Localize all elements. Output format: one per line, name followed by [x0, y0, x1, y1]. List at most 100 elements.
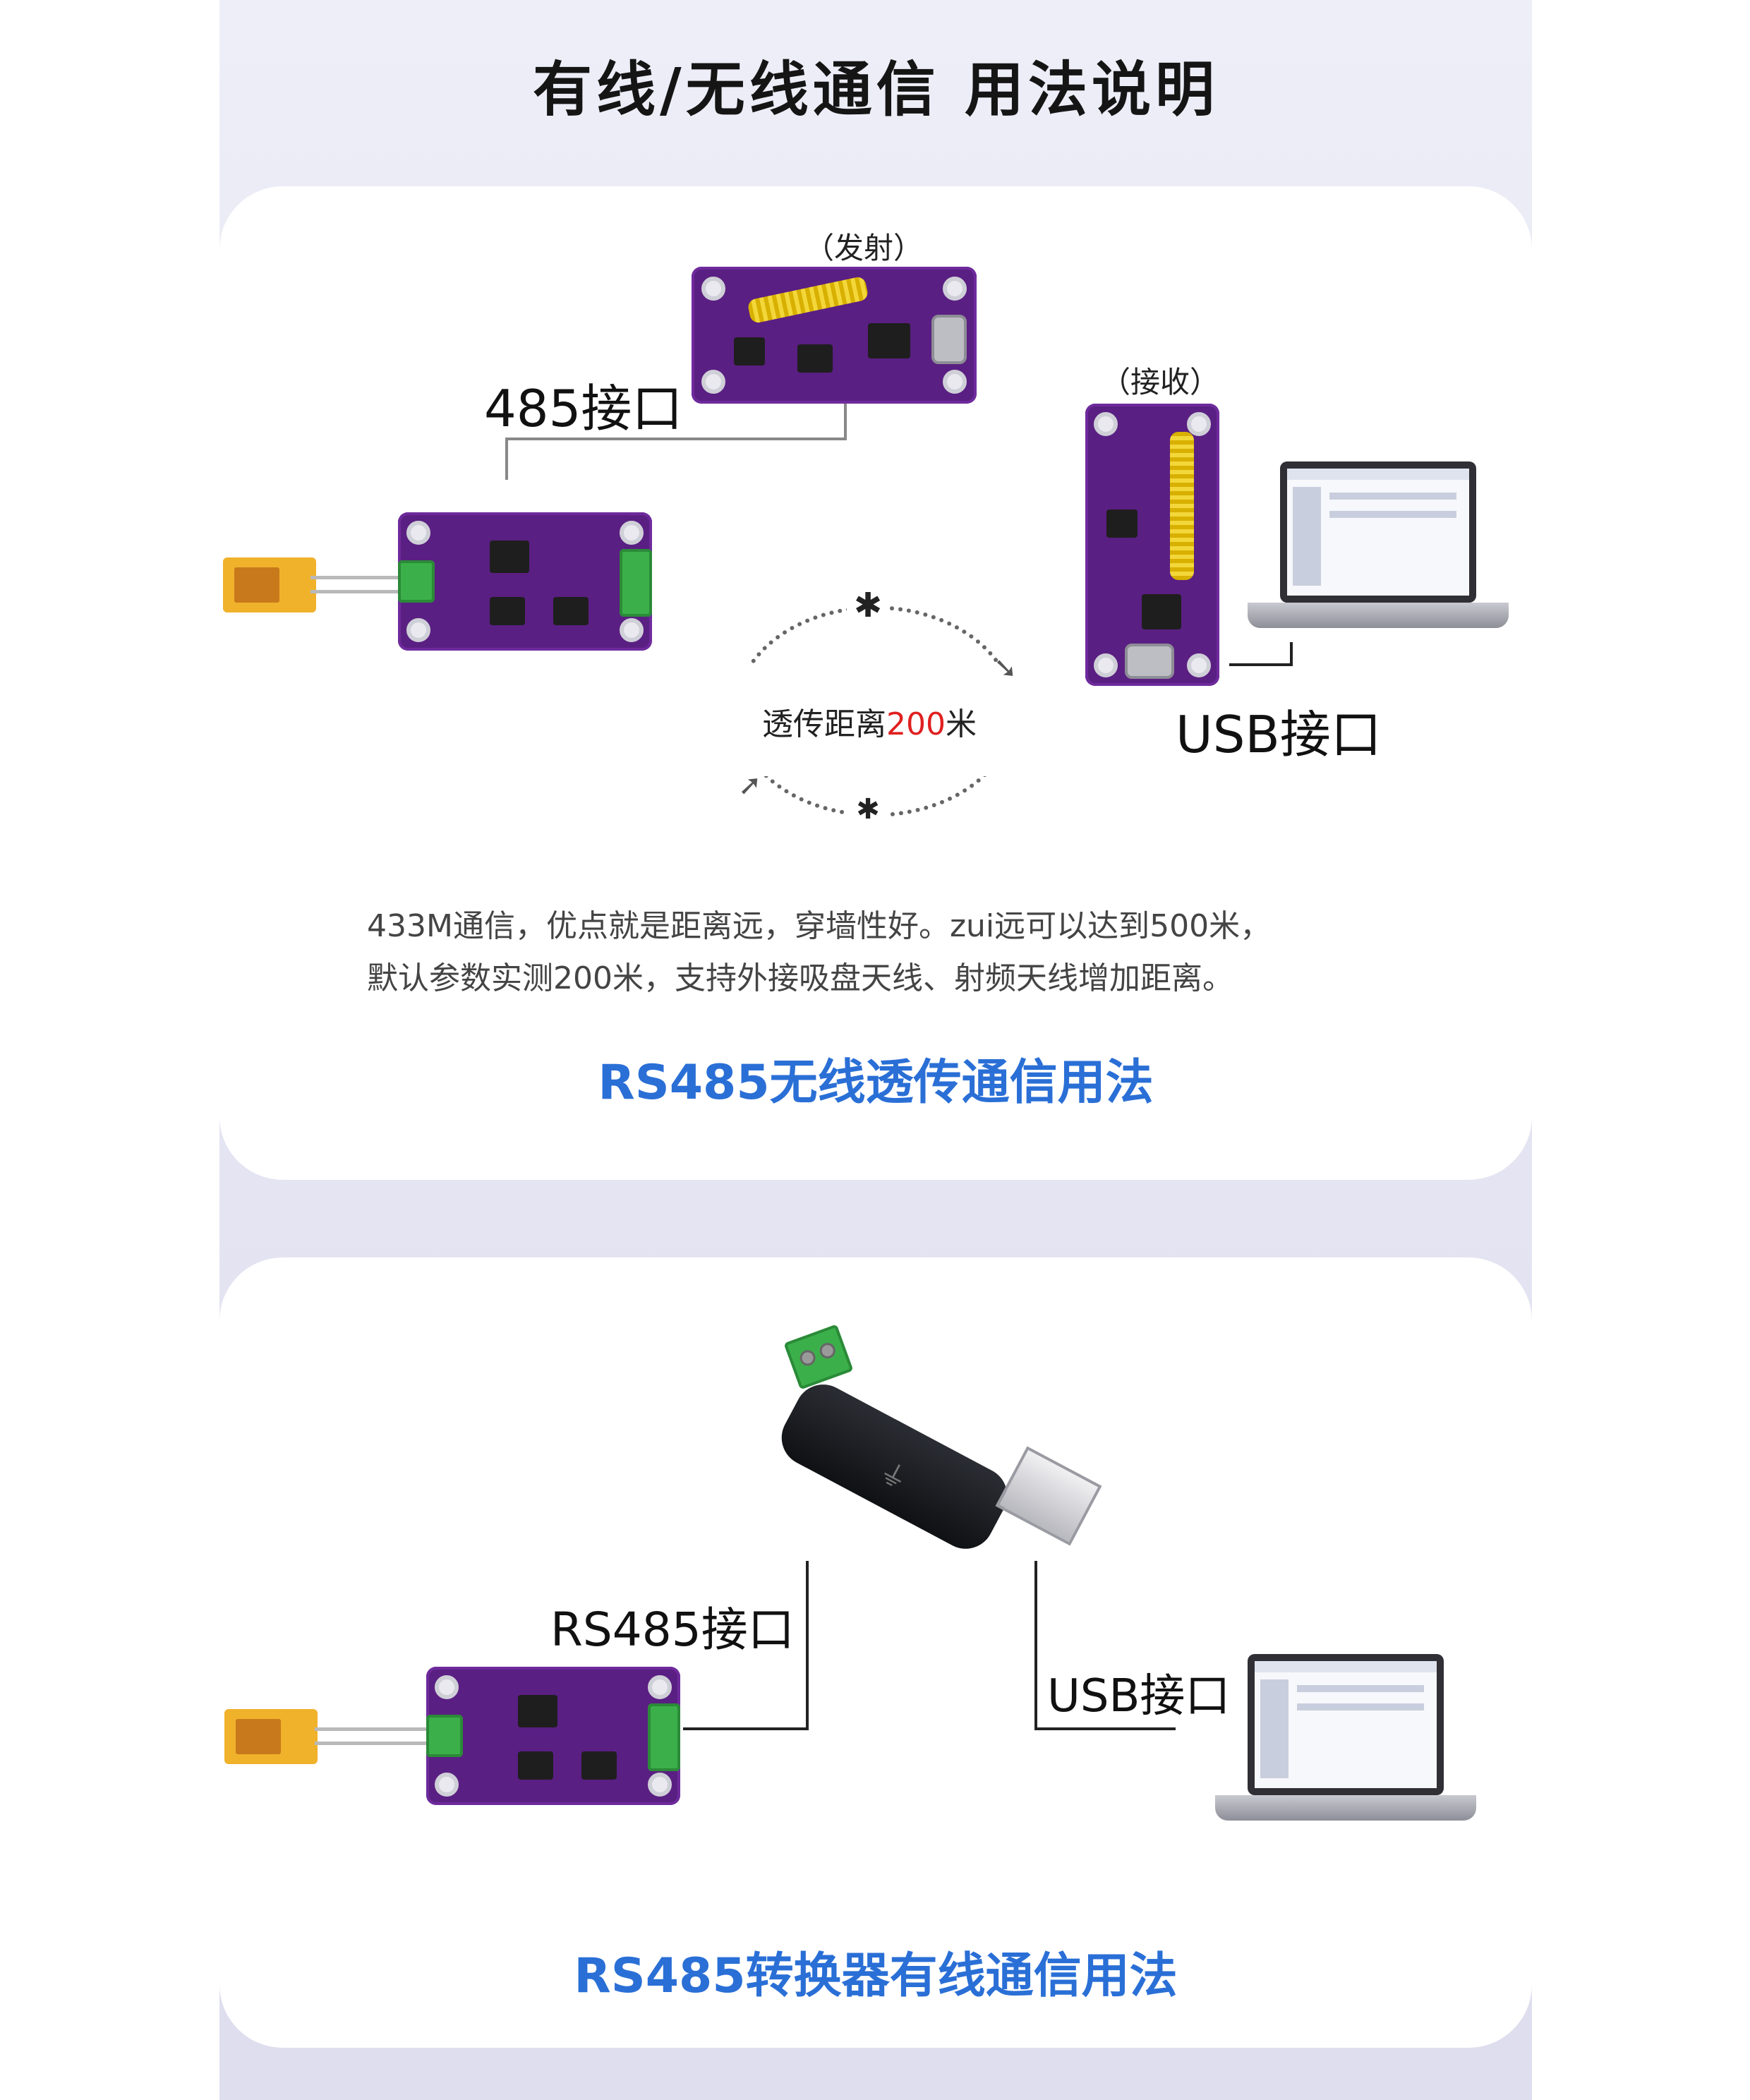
wire	[315, 1742, 428, 1745]
window-titlebar	[1287, 469, 1469, 480]
laptop-image	[1215, 1654, 1476, 1838]
connector-line	[844, 404, 847, 440]
wire	[310, 576, 402, 579]
chip	[518, 1751, 553, 1780]
terminal-block	[648, 1703, 680, 1771]
wire	[315, 1727, 428, 1731]
mount-hole	[1187, 653, 1211, 677]
page-title: 有线/无线通信 用法说明	[533, 55, 1219, 124]
mount-hole	[406, 618, 430, 642]
mount-hole	[701, 277, 725, 301]
usb-c-port	[931, 315, 967, 364]
chip	[1142, 594, 1181, 629]
port-rs485-label: RS485接口	[550, 1603, 795, 1657]
window-sidebar	[1293, 487, 1321, 586]
mount-hole	[943, 277, 967, 301]
arrow-right-icon: ➘	[994, 652, 1018, 684]
range-text: 透传距离200米	[762, 699, 977, 744]
spring-antenna	[1170, 432, 1194, 580]
connector-line	[683, 1727, 809, 1730]
mount-hole	[620, 618, 644, 642]
title-band: 有线/无线通信 用法说明	[219, 0, 1532, 186]
mount-hole	[620, 521, 644, 545]
range-value: 200	[886, 706, 946, 742]
laptop-screen	[1280, 461, 1476, 603]
wired-card	[219, 1257, 1532, 2048]
receive-label: （接收）	[1101, 365, 1220, 399]
adapter-body: ⏚	[771, 1375, 1018, 1559]
chip	[518, 1695, 557, 1727]
bluetooth-icon: ✱	[847, 793, 889, 828]
mount-hole	[943, 370, 967, 394]
chip	[490, 597, 525, 625]
connector-line	[806, 1561, 809, 1730]
mount-hole	[648, 1773, 672, 1797]
receiver-board-image	[1085, 404, 1219, 686]
chip	[581, 1751, 617, 1780]
chip	[734, 337, 765, 366]
connector-line	[1229, 663, 1293, 666]
description-line-1: 433M通信，优点就是距离远，穿墙性好。zui远可以达到500米，	[367, 908, 1272, 944]
connector-line	[505, 438, 847, 440]
wire	[310, 590, 402, 593]
terminal-block	[398, 560, 435, 603]
usb-c-port	[1125, 644, 1174, 679]
mount-hole	[701, 370, 725, 394]
spring-antenna	[747, 275, 869, 325]
window-row	[1297, 1685, 1424, 1692]
laptop-base	[1248, 603, 1509, 628]
usb-logo-icon: ⏚	[873, 1455, 914, 1497]
window-sidebar	[1260, 1679, 1289, 1778]
screw	[817, 1341, 838, 1361]
laptop-image	[1248, 461, 1509, 645]
sensor-board-image	[426, 1667, 680, 1805]
usb-rs485-adapter-image: ⏚	[769, 1318, 1102, 1559]
mount-hole	[406, 521, 430, 545]
mount-hole	[435, 1773, 459, 1797]
range-text-prefix: 透传距离	[762, 706, 886, 742]
chip	[490, 541, 529, 573]
transmit-label: （发射）	[804, 231, 924, 265]
description-line-2: 默认参数实测200米，支持外接吸盘天线、射频天线增加距离。	[367, 960, 1233, 996]
terminal-block	[426, 1715, 463, 1757]
bluetooth-icon: ✱	[847, 586, 889, 625]
range-text-mask	[720, 663, 1030, 776]
wireless-caption: RS485无线透传通信用法	[598, 1055, 1154, 1111]
transmitter-board-image	[692, 267, 977, 404]
sensor-board-image	[398, 512, 652, 651]
port-usb-label: USB接口	[1176, 705, 1382, 764]
strain-gauge-grid	[236, 1719, 281, 1754]
wired-caption: RS485转换器有线通信用法	[574, 1948, 1178, 2004]
connector-line	[505, 438, 508, 480]
mount-hole	[1094, 653, 1118, 677]
strain-gauge-image	[223, 557, 316, 612]
connector-line	[1034, 1561, 1037, 1730]
chip	[797, 344, 833, 373]
screw	[797, 1348, 818, 1368]
connector-line	[1290, 642, 1293, 666]
connector-line	[1034, 1727, 1176, 1730]
chip	[1106, 509, 1138, 538]
usb-a-plug	[995, 1446, 1102, 1546]
window-row	[1329, 511, 1456, 518]
port-485-label: 485接口	[484, 379, 683, 438]
arrow-left-icon: ➚	[738, 769, 762, 802]
terminal-block	[783, 1324, 854, 1390]
range-unit: 米	[945, 706, 977, 742]
window-row	[1297, 1703, 1424, 1710]
mount-hole	[1187, 412, 1211, 436]
strain-gauge-grid	[234, 567, 279, 603]
laptop-base	[1215, 1795, 1476, 1821]
laptop-display	[1255, 1661, 1437, 1788]
strain-gauge-image	[224, 1709, 318, 1764]
mount-hole	[435, 1675, 459, 1699]
terminal-block	[620, 549, 652, 617]
window-titlebar	[1255, 1661, 1437, 1672]
mount-hole	[1094, 412, 1118, 436]
chip	[553, 597, 589, 625]
laptop-screen	[1248, 1654, 1444, 1795]
port-usb-label: USB接口	[1047, 1670, 1231, 1722]
mount-hole	[648, 1675, 672, 1699]
window-row	[1329, 493, 1456, 500]
chip	[868, 323, 910, 358]
